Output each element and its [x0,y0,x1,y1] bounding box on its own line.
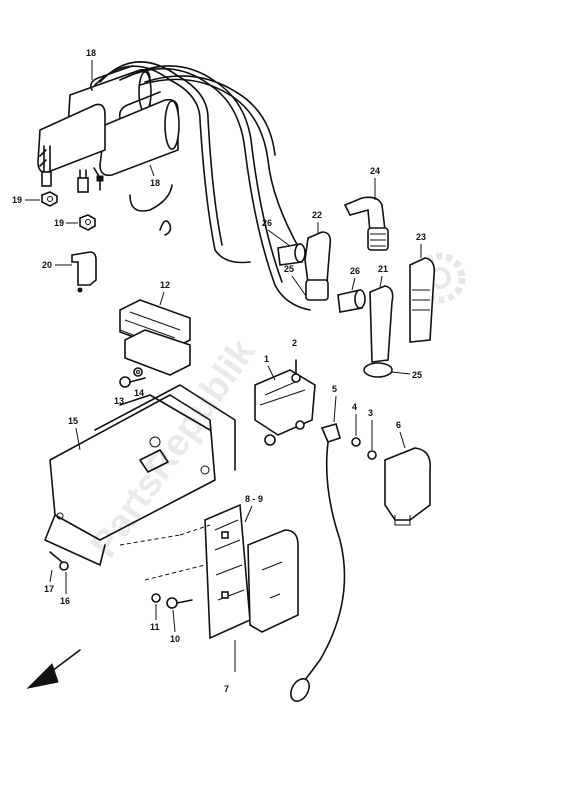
rubber-boot-6 [384,447,432,526]
callout-8-9: 8 - 9 [245,494,263,504]
plug-cap-22 [304,231,332,301]
callout-26-upper: 26 [262,218,272,228]
callout-20: 20 [42,260,52,270]
callout-12: 12 [160,280,170,290]
callout-18-bottom: 18 [150,178,160,188]
callout-15: 15 [68,416,78,426]
callout-19-lower: 19 [54,218,64,228]
washer-14 [133,367,143,377]
igniter-unit-7 [204,503,299,640]
callout-14: 14 [134,388,144,398]
callout-16: 16 [60,596,70,606]
callout-11: 11 [150,622,160,632]
callout-3: 3 [368,408,373,418]
callout-26-lower: 26 [350,266,360,276]
callout-18-top: 18 [86,48,96,58]
nut-19a [41,191,58,207]
cap-seal-26-upper [277,243,306,266]
clamp-20 [71,251,97,293]
washer-11 [151,593,161,603]
plug-cap-21 [363,285,394,378]
ignition-coil-assembly [37,61,311,311]
bracket-15 [44,384,236,566]
regulator-unit-1 [254,369,316,446]
plug-cap-24 [343,196,389,251]
callout-13: 13 [114,396,124,406]
callout-19-upper: 19 [12,195,22,205]
callout-6: 6 [396,420,401,430]
lead-wire-5 [290,423,346,702]
bolt-2 [291,359,301,383]
callout-24: 24 [370,166,380,176]
callout-2: 2 [292,338,297,348]
bolt-10 [166,597,193,609]
callout-22: 22 [312,210,322,220]
callout-25-upper: 25 [284,264,294,274]
cap-seal-26-lower [337,289,366,313]
callout-5: 5 [332,384,337,394]
nut-3 [367,450,377,460]
washer-4 [351,437,361,447]
callout-10: 10 [170,634,180,644]
callout-21: 21 [378,264,388,274]
callout-23: 23 [416,232,426,242]
callout-17: 17 [44,584,54,594]
callout-25-lower: 25 [412,370,422,380]
callout-1: 1 [264,354,269,364]
rubber-mount-12 [119,299,191,376]
front-direction-arrow-icon [26,649,81,689]
callout-7: 7 [224,684,229,694]
callout-4: 4 [352,402,357,412]
bolt-13 [119,376,146,388]
plug-cap-23 [409,257,436,343]
nut-19b [79,214,96,231]
screw-16 [49,551,69,571]
